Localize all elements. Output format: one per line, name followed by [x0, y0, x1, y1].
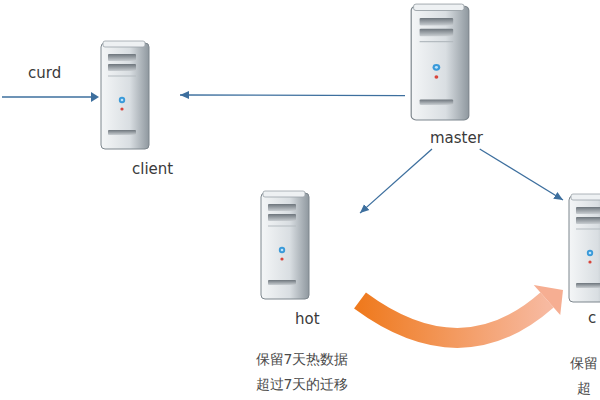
input-arrow	[2, 96, 92, 97]
server-icon	[260, 190, 310, 300]
server-icon	[410, 3, 470, 121]
migration-arrow	[360, 285, 563, 338]
connector	[180, 95, 405, 97]
node-label: hot	[295, 310, 320, 328]
server-node: c 保留 超	[563, 193, 600, 398]
server-icon	[100, 40, 150, 150]
node-label: client	[132, 160, 173, 178]
server-node: client	[95, 38, 180, 183]
server-node: master	[405, 3, 495, 149]
input-label: curd	[28, 64, 61, 82]
connector	[360, 149, 432, 213]
node-label: master	[430, 129, 483, 147]
node-note: 保留7天热数据 超过7天的迁移	[248, 347, 356, 397]
node-note: 保留 超	[569, 351, 599, 400]
input-arrow-head	[91, 92, 99, 102]
connector	[480, 149, 563, 200]
server-node: hot 保留7天热数据 超过7天的迁移	[245, 188, 360, 399]
node-label: c	[588, 309, 596, 327]
server-icon	[568, 193, 600, 303]
